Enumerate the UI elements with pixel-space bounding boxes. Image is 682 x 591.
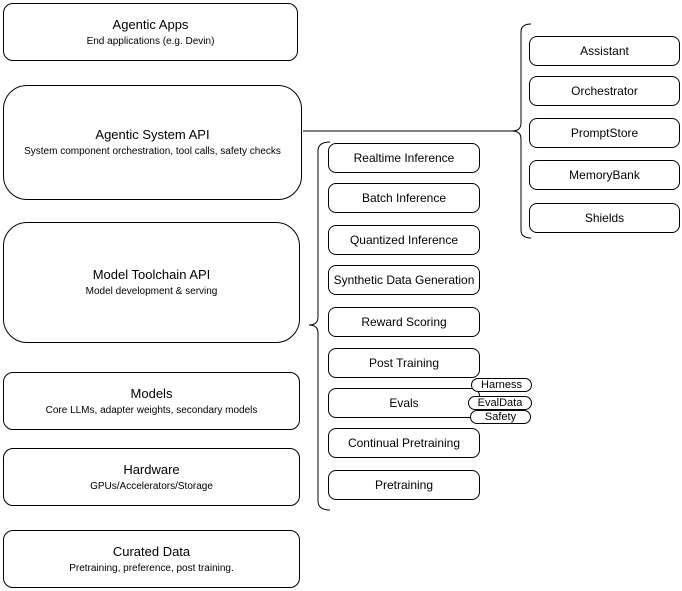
node-title: Models — [130, 385, 173, 401]
node-title: Agentic Apps — [112, 16, 189, 32]
node-promptstore: PromptStore — [529, 118, 680, 148]
node-shields: Shields — [529, 203, 680, 233]
node-synthetic-data-generation: Synthetic Data Generation — [328, 265, 480, 295]
node-subtitle: GPUs/Accelerators/Storage — [90, 480, 213, 492]
node-batch-inference: Batch Inference — [328, 183, 480, 213]
node-subtitle: End applications (e.g. Devin) — [86, 35, 215, 47]
node-subtitle: System component orchestration, tool cal… — [24, 146, 281, 157]
node-evals-tag-safety: Safety — [470, 410, 531, 424]
node-hardware: Hardware GPUs/Accelerators/Storage — [3, 448, 300, 506]
node-curated-data: Curated Data Pretraining, preference, po… — [3, 530, 300, 588]
node-title: Hardware — [123, 461, 180, 477]
node-model-toolchain-api: Model Toolchain API Model development & … — [3, 222, 300, 343]
node-assistant: Assistant — [529, 36, 680, 66]
node-subtitle: Pretraining, preference, post training. — [69, 562, 234, 574]
node-subtitle: Model development & serving — [85, 286, 218, 297]
node-post-training: Post Training — [328, 348, 480, 378]
node-memorybank: MemoryBank — [529, 160, 680, 190]
node-realtime-inference: Realtime Inference — [328, 143, 480, 173]
node-reward-scoring: Reward Scoring — [328, 307, 480, 337]
node-continual-pretraining: Continual Pretraining — [328, 428, 480, 458]
node-pretraining: Pretraining — [328, 470, 480, 500]
node-evals: Evals — [328, 388, 480, 418]
node-evals-tag-harness: Harness — [471, 378, 532, 392]
node-agentic-apps: Agentic Apps End applications (e.g. Devi… — [3, 3, 298, 61]
node-title: Model Toolchain API — [92, 267, 211, 282]
node-agentic-system-api: Agentic System API System component orch… — [3, 85, 302, 200]
node-evals-tag-evaldata: EvalData — [468, 396, 532, 410]
toolchain-brace — [308, 141, 331, 511]
node-title: Agentic System API — [95, 127, 210, 142]
node-orchestrator: Orchestrator — [529, 76, 680, 106]
node-subtitle: Core LLMs, adapter weights, secondary mo… — [45, 404, 258, 416]
node-models: Models Core LLMs, adapter weights, secon… — [3, 372, 300, 430]
node-quantized-inference: Quantized Inference — [328, 225, 480, 255]
node-title: Curated Data — [112, 543, 191, 559]
